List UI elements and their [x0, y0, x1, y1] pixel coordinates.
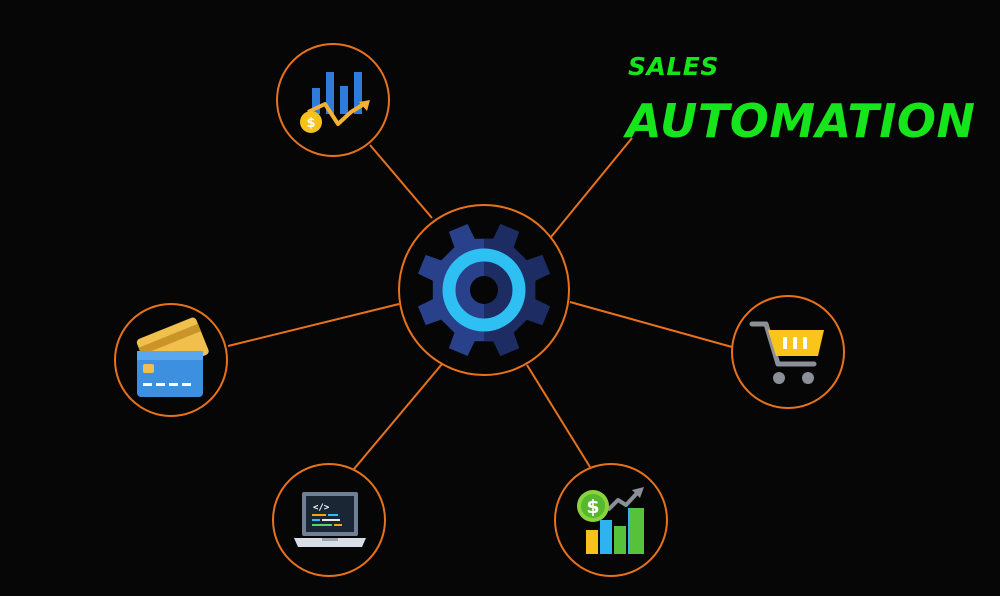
- connector-bar-chart: [369, 144, 433, 219]
- svg-text:$: $: [586, 496, 599, 518]
- bar-chart-growth-icon: $: [300, 72, 370, 133]
- connector-laptop: [353, 363, 443, 470]
- title-automation: AUTOMATION: [626, 94, 976, 148]
- node-credit-card: [114, 303, 228, 417]
- node-money-chart: $: [554, 463, 668, 577]
- money-growth-chart-icon: $: [577, 487, 644, 554]
- title-sales: SALES: [628, 52, 719, 81]
- node-laptop: </>: [272, 463, 386, 577]
- node-bar-chart: $: [276, 43, 390, 157]
- laptop-code-icon: </>: [294, 492, 366, 547]
- connector-title: [550, 137, 633, 238]
- shopping-cart-icon: [749, 321, 824, 384]
- credit-card-icon: [136, 317, 209, 397]
- svg-text:$: $: [306, 116, 315, 131]
- connector-cart: [569, 301, 733, 348]
- hub-node: [398, 204, 570, 376]
- connector-money-chart: [526, 364, 591, 468]
- gear-icon: [418, 224, 550, 356]
- node-cart: [731, 295, 845, 409]
- connector-credit-card: [227, 303, 400, 347]
- connectors: [227, 137, 733, 470]
- svg-text:</>: </>: [313, 503, 330, 513]
